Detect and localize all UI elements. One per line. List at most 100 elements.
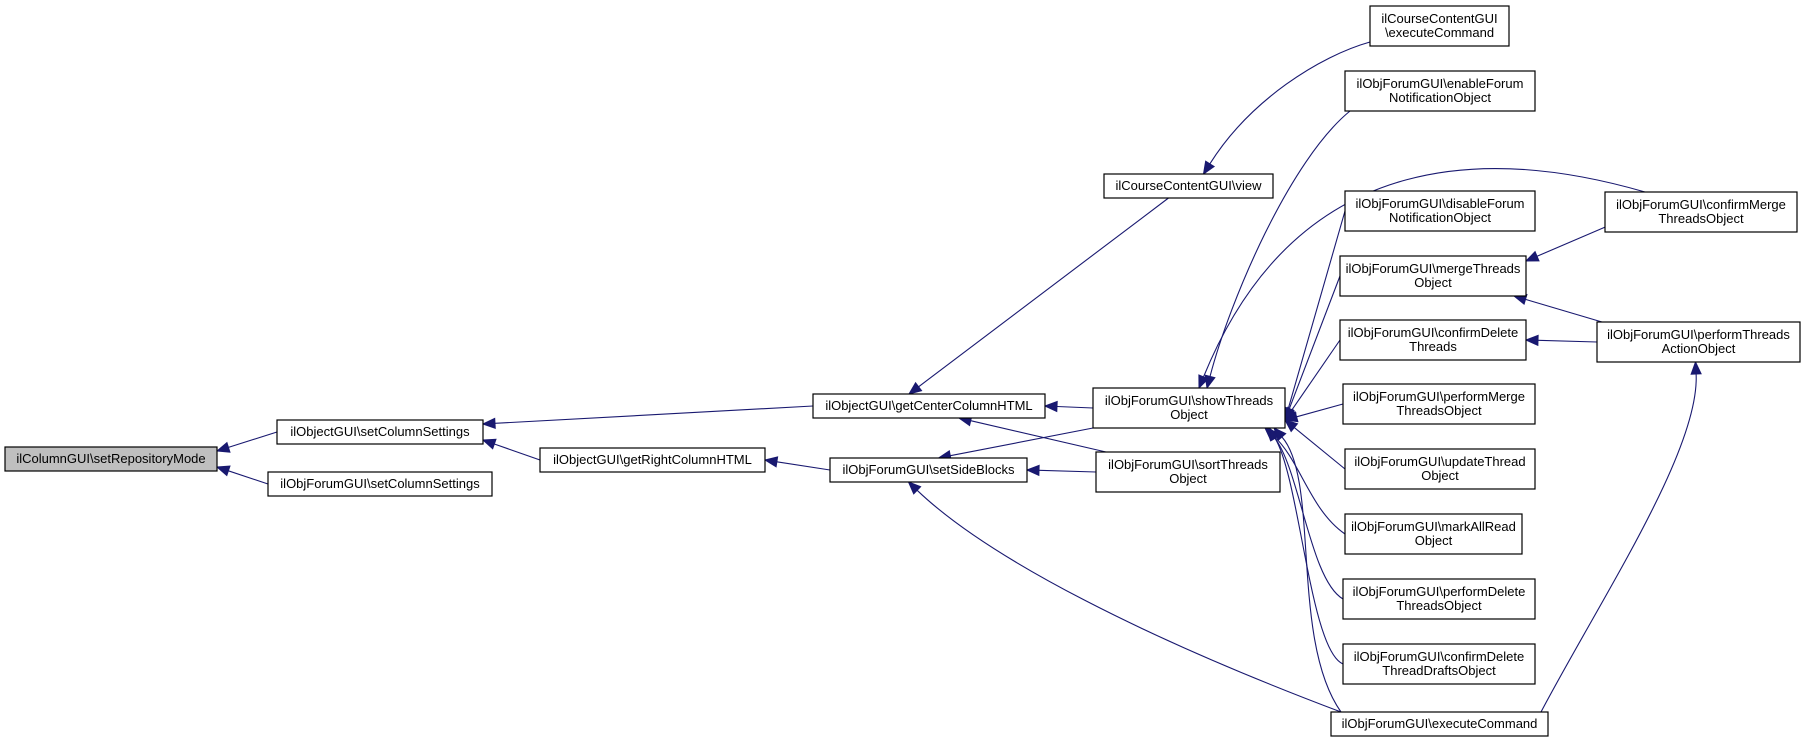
node-box — [1344, 70, 1536, 112]
arrowhead-icon — [907, 381, 923, 395]
node-label: ilColumnGUI\setRepositoryMode — [16, 451, 205, 466]
edge-updateThreadObject-to-showThreadsObject — [1283, 419, 1346, 470]
arrowhead-icon — [1524, 250, 1540, 262]
arrowhead-icon — [1273, 427, 1287, 442]
node-disableForum[interactable]: ilObjForumGUI\disableForumNotificationOb… — [1344, 190, 1536, 232]
node-setRepositoryMode[interactable]: ilColumnGUI\setRepositoryMode — [4, 446, 218, 472]
edge-line — [1274, 438, 1344, 665]
node-label: ilObjectGUI\getCenterColumnHTML — [825, 398, 1032, 413]
node-enableForum[interactable]: ilObjForumGUI\enableForumNotificationObj… — [1344, 70, 1536, 112]
node-label: ilCourseContentGUI — [1381, 11, 1497, 26]
edge-sortThreadsObject-to-getCenterColumnHTML — [957, 415, 1107, 453]
node-courseView[interactable]: ilCourseContentGUI\view — [1103, 173, 1274, 199]
node-label: ThreadDraftsObject — [1382, 663, 1496, 678]
node-objSetColumnSettings[interactable]: ilObjectGUI\setColumnSettings — [276, 419, 484, 445]
edge-line — [1525, 298, 1603, 323]
node-box — [276, 419, 484, 445]
node-forumSetColumnSettings[interactable]: ilObjForumGUI\setColumnSettings — [267, 471, 493, 497]
node-box — [539, 447, 766, 473]
node-getRightColumnHTML[interactable]: ilObjectGUI\getRightColumnHTML — [539, 447, 766, 473]
node-courseExecuteCommand[interactable]: ilCourseContentGUI\executeCommand — [1369, 5, 1510, 47]
node-label: ilObjectGUI\getRightColumnHTML — [553, 452, 752, 467]
node-label: NotificationObject — [1389, 90, 1491, 105]
arrowhead-icon — [1202, 160, 1216, 176]
edge-showThreadsObject-to-setSideBlocks — [937, 427, 1094, 462]
node-label: ActionObject — [1662, 341, 1736, 356]
edge-courseView-to-getCenterColumnHTML — [907, 197, 1169, 395]
node-box — [1103, 173, 1274, 199]
arrowhead-icon — [1524, 334, 1539, 347]
edge-line — [1209, 41, 1371, 165]
node-label: Object — [1415, 533, 1453, 548]
arrowhead-icon — [1043, 400, 1058, 413]
edge-line — [1273, 437, 1344, 600]
node-setSideBlocks[interactable]: ilObjForumGUI\setSideBlocks — [829, 457, 1028, 483]
node-box — [1095, 451, 1281, 493]
node-label: ilObjForumGUI\enableForum — [1357, 76, 1524, 91]
edge-objSetColumnSettings-to-setRepositoryMode — [215, 431, 278, 453]
arrowhead-icon — [481, 438, 497, 450]
node-forumExecuteCommand[interactable]: ilObjForumGUI\executeCommand — [1330, 711, 1549, 737]
edge-courseExecuteCommand-to-courseView — [1202, 41, 1371, 176]
node-box — [1342, 578, 1536, 620]
node-box — [1339, 319, 1527, 361]
node-getCenterColumnHTML[interactable]: ilObjectGUI\getCenterColumnHTML — [812, 393, 1046, 419]
edge-line — [1038, 469, 1097, 473]
node-label: ThreadsObject — [1396, 403, 1482, 418]
node-box — [1092, 387, 1286, 429]
node-label: Object — [1170, 407, 1208, 422]
node-confirmDeleteThreadDraftsObject[interactable]: ilObjForumGUI\confirmDeleteThreadDraftsO… — [1342, 643, 1536, 685]
edge-line — [1293, 427, 1346, 470]
node-box — [1344, 513, 1523, 555]
arrowhead-icon — [1204, 374, 1216, 390]
edge-enableForum-to-showThreadsObject — [1204, 110, 1351, 390]
edge-line — [494, 443, 541, 461]
edge-performThreadsActionObject-to-confirmDeleteThreads — [1524, 334, 1598, 347]
arrowhead-icon — [215, 465, 231, 477]
edge-getRightColumnHTML-to-objSetColumnSettings — [481, 438, 541, 461]
edge-line — [1291, 339, 1341, 411]
edge-confirmMergeThreadsObject-to-mergeThreadsObject — [1524, 221, 1618, 262]
edge-forumExecuteCommand-to-showThreadsObject — [1273, 427, 1342, 713]
edge-line — [918, 197, 1169, 388]
edge-line — [1540, 373, 1697, 713]
node-box — [1342, 383, 1536, 425]
edge-performThreadsActionObject-to-mergeThreadsObject — [1512, 294, 1603, 323]
edge-confirmDeleteThreads-to-showThreadsObject — [1284, 339, 1341, 422]
arrowhead-icon — [1268, 426, 1281, 442]
node-label: ilObjForumGUI\sortThreads — [1108, 457, 1268, 472]
node-box — [1342, 643, 1536, 685]
node-label: ilObjForumGUI\markAllRead — [1351, 519, 1516, 534]
arrowhead-icon — [1283, 419, 1299, 433]
node-label: ThreadsObject — [1396, 598, 1482, 613]
edge-setSideBlocks-to-getRightColumnHTML — [763, 456, 831, 471]
nodes-layer: ilColumnGUI\setRepositoryMode ilObjectGUI… — [4, 5, 1801, 737]
node-box — [1339, 255, 1527, 297]
edge-forumExecuteCommand-to-performThreadsActionObject — [1540, 360, 1702, 713]
arrowhead-icon — [1283, 411, 1299, 423]
node-box — [1596, 321, 1801, 363]
node-box — [267, 471, 493, 497]
arrowhead-icon — [907, 481, 922, 495]
edge-line — [1537, 339, 1598, 343]
arrowhead-icon — [215, 441, 231, 453]
node-label: Object — [1414, 275, 1452, 290]
node-label: ilObjForumGUI\confirmDelete — [1354, 649, 1525, 664]
node-label: ilObjForumGUI\showThreads — [1105, 393, 1274, 408]
node-box — [829, 457, 1028, 483]
edges-layer — [215, 41, 1702, 713]
edge-sortThreadsObject-to-setSideBlocks — [1025, 464, 1097, 477]
edge-forumExecuteCommand-to-setSideBlocks — [907, 481, 1342, 713]
node-label: NotificationObject — [1389, 210, 1491, 225]
